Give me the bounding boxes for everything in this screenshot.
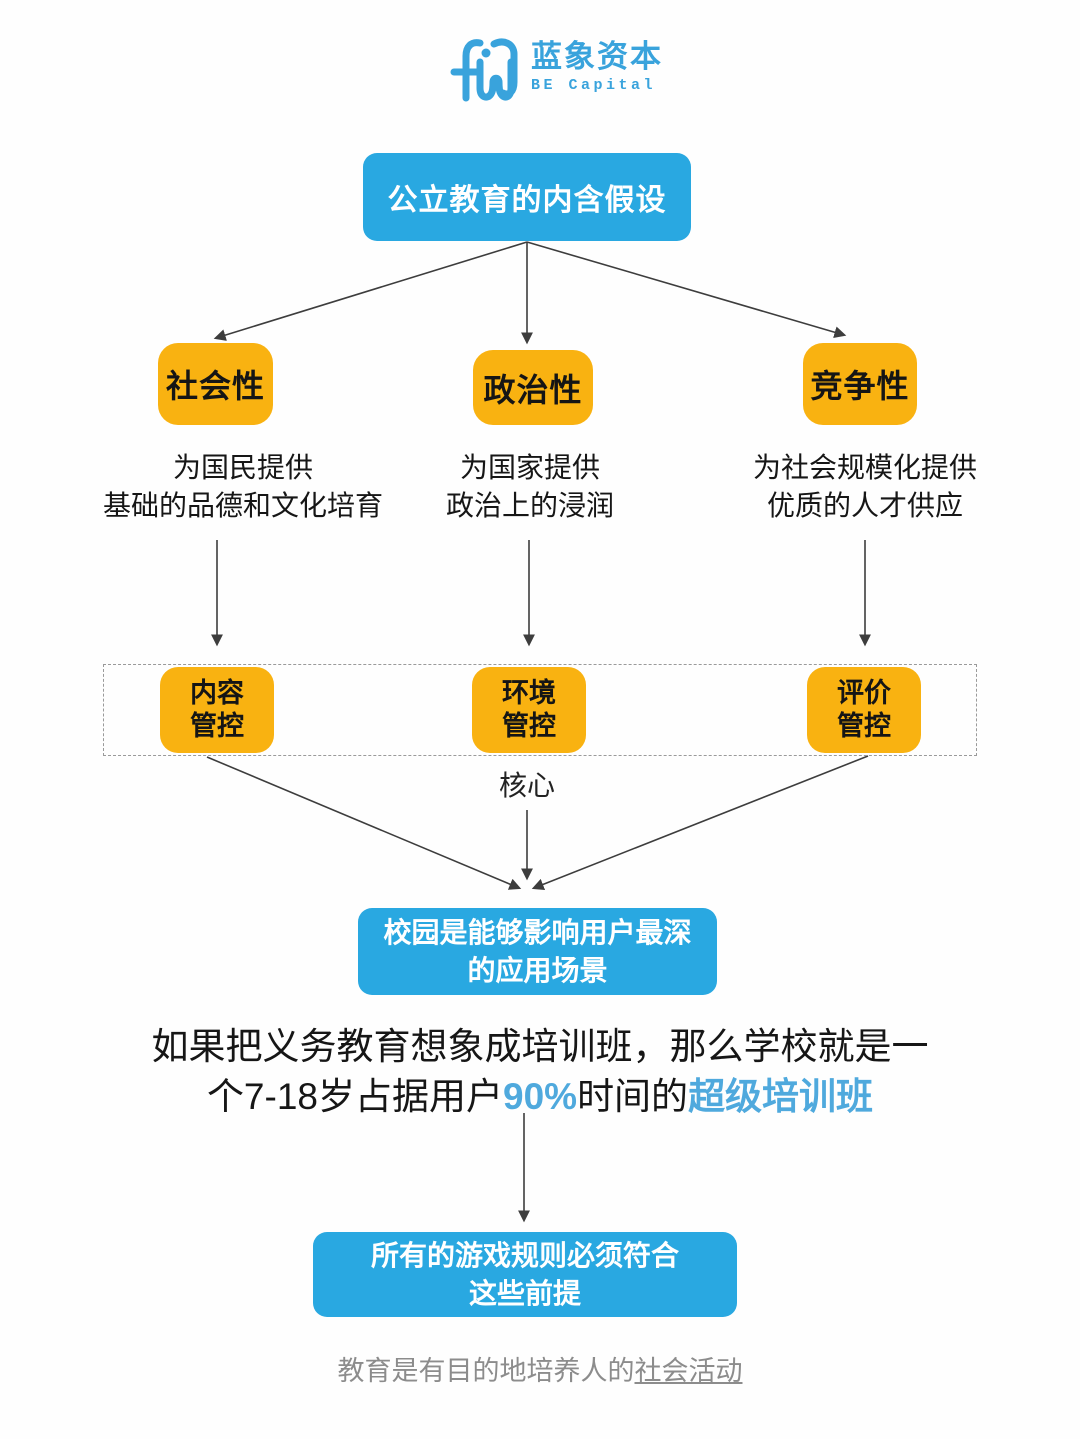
- footer-note: 教育是有目的地培养人的社会活动: [0, 1349, 1080, 1388]
- brand-logo: 蓝象资本 BE Capital: [447, 34, 663, 102]
- statement-line1: 如果把义务教育想象成培训班，那么学校就是一: [151, 1026, 929, 1067]
- ctrl-evaluation-line1: 评价: [837, 678, 891, 709]
- brand-name: 蓝象资本 BE Capital: [531, 39, 663, 95]
- node-scene-line1: 校园是能够影响用户最深: [383, 916, 692, 948]
- node-rules-line2: 这些前提: [468, 1277, 581, 1309]
- desc-political-line2: 政治上的浸润: [445, 490, 614, 521]
- ctrl-content-line1: 内容: [190, 678, 244, 709]
- statement-line2-prefix: 个7-18岁占据用户: [206, 1076, 503, 1117]
- desc-competitive-line1: 为社会规模化提供: [752, 452, 977, 483]
- desc-competitive-line2: 优质的人才供应: [766, 490, 963, 521]
- elephant-logo-icon: [447, 34, 521, 102]
- brand-name-en: BE Capital: [531, 77, 657, 95]
- desc-political-line1: 为国家提供: [459, 452, 600, 483]
- desc-social-line1: 为国民提供: [172, 452, 313, 483]
- node-root-assumptions: 公立教育的内含假设: [363, 153, 691, 241]
- brand-name-cn: 蓝象资本: [531, 39, 663, 74]
- node-root-label: 公立教育的内含假设: [387, 184, 667, 217]
- ctrl-content: 内容 管控: [160, 667, 274, 753]
- ctrl-environment-line2: 管控: [502, 711, 556, 741]
- tag-social: 社会性: [158, 343, 273, 425]
- control-group-dashed-frame: [103, 664, 977, 756]
- statement-highlight-super: 超级培训班: [688, 1076, 874, 1117]
- footer-note-prefix: 教育是有目的地培养人的: [337, 1356, 635, 1386]
- ctrl-environment: 环境 管控: [472, 667, 586, 753]
- tag-social-label: 社会性: [165, 368, 265, 404]
- node-scene: 校园是能够影响用户最深 的应用场景: [358, 908, 717, 995]
- ctrl-evaluation-line2: 管控: [837, 711, 891, 741]
- statement-highlight-90: 90%: [503, 1076, 578, 1117]
- core-label: 核心: [498, 770, 555, 801]
- footer-note-underlined: 社会活动: [634, 1356, 743, 1386]
- desc-political: 为国家提供 政治上的浸润: [330, 449, 730, 525]
- ctrl-content-line2: 管控: [190, 711, 244, 741]
- node-rules-line1: 所有的游戏规则必须符合: [370, 1239, 679, 1271]
- ctrl-environment-line1: 环境: [502, 678, 556, 709]
- desc-competitive: 为社会规模化提供 优质的人才供应: [665, 449, 1065, 525]
- tag-political-label: 政治性: [483, 371, 583, 408]
- tag-competitive-label: 竞争性: [810, 368, 910, 404]
- tag-political: 政治性: [473, 350, 593, 425]
- node-scene-line2: 的应用场景: [467, 954, 608, 986]
- desc-social-line2: 基础的品德和文化培育: [102, 490, 383, 521]
- ctrl-evaluation: 评价 管控: [807, 667, 921, 753]
- statement-line2-middle: 时间的: [577, 1076, 689, 1117]
- statement-text: 如果把义务教育想象成培训班，那么学校就是一 个7-18岁占据用户90%时间的超级…: [0, 1022, 1080, 1122]
- tag-competitive: 竞争性: [803, 343, 917, 425]
- desc-social: 为国民提供 基础的品德和文化培育: [43, 449, 443, 525]
- node-rules: 所有的游戏规则必须符合 这些前提: [313, 1232, 737, 1317]
- statement-line2: 个7-18岁占据用户90%时间的超级培训班: [0, 1072, 1080, 1122]
